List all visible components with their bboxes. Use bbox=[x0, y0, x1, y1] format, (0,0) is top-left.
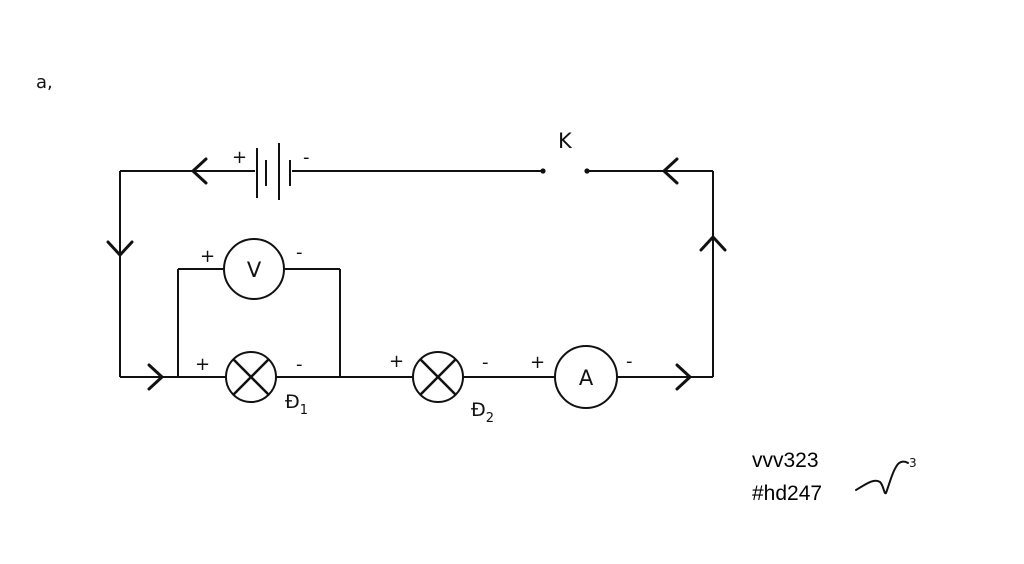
lamp-2-plus-sign: + bbox=[389, 351, 404, 372]
part-label: a, bbox=[36, 72, 53, 93]
arrow-left-top-right bbox=[662, 157, 679, 185]
current-arrows bbox=[106, 157, 727, 391]
ammeter-plus-sign: + bbox=[530, 352, 545, 373]
lamp-1-label: Đ1 bbox=[285, 391, 308, 418]
arrow-right-bottom-left bbox=[147, 363, 164, 391]
arrow-down-left bbox=[106, 240, 134, 257]
lamp-1-plus-sign: + bbox=[195, 354, 210, 375]
signature-mark: 3 bbox=[855, 456, 917, 495]
lamp-1-minus-sign: - bbox=[296, 354, 303, 375]
battery-plus-sign: + bbox=[232, 147, 247, 168]
ammeter-symbol: A bbox=[579, 366, 594, 390]
arrow-left-top-left bbox=[191, 157, 208, 185]
voltmeter-branch-wires bbox=[177, 268, 341, 377]
voltmeter-symbol: V bbox=[247, 258, 262, 282]
lamp-2 bbox=[412, 351, 464, 403]
battery bbox=[256, 143, 291, 200]
credit-line-2: #hd247 bbox=[752, 482, 822, 505]
lamp-1 bbox=[225, 351, 277, 403]
lamp-2-minus-sign: - bbox=[482, 352, 489, 373]
arrow-right-bottom-right bbox=[675, 363, 692, 391]
ammeter bbox=[554, 345, 618, 409]
voltmeter bbox=[223, 238, 285, 300]
credit-line-1: vvv323 bbox=[752, 449, 819, 472]
lamp-2-label: Đ2 bbox=[471, 399, 494, 426]
switch-label: K bbox=[558, 129, 573, 153]
voltmeter-minus-sign: - bbox=[296, 242, 303, 263]
ammeter-minus-sign: - bbox=[626, 351, 633, 372]
arrow-up-right bbox=[699, 235, 727, 252]
switch-k bbox=[540, 168, 590, 174]
battery-minus-sign: - bbox=[303, 147, 310, 168]
signature-superscript: 3 bbox=[909, 456, 917, 470]
main-wires bbox=[119, 170, 714, 378]
voltmeter-plus-sign: + bbox=[200, 246, 215, 267]
